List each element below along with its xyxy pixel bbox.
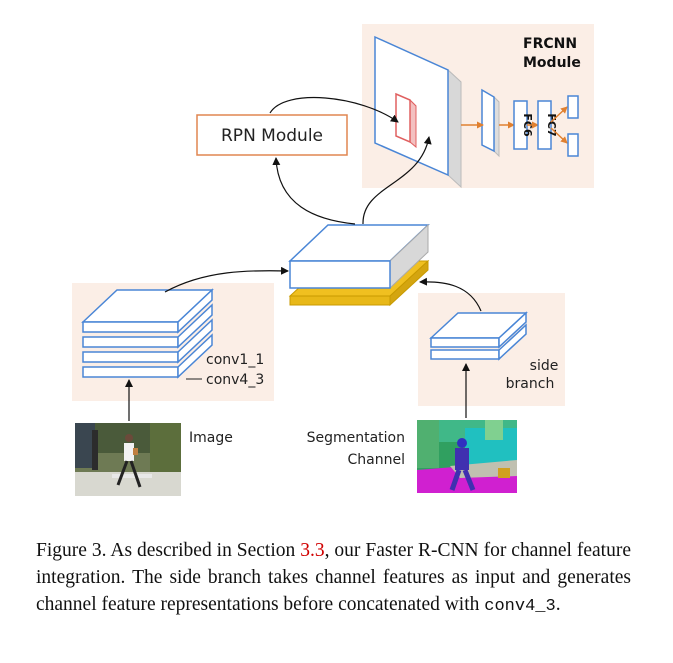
sidebranch-to-concat-arrow xyxy=(419,277,482,312)
section-reference-link[interactable]: 3.3 xyxy=(300,540,325,561)
conv4-label: conv4_3 xyxy=(206,372,264,388)
roi-pooled-map xyxy=(481,88,500,158)
segmentation-label-line1: Segmentation xyxy=(307,430,405,446)
rpn-module-label: RPN Module xyxy=(221,126,323,146)
roi-box xyxy=(395,92,417,149)
conv1-label: conv1_1 xyxy=(206,352,264,368)
segmentation-label-line2: Channel xyxy=(348,452,405,468)
fc7-layer xyxy=(537,100,552,150)
fc7-to-cls-arrow xyxy=(550,106,568,123)
concat-feature-map xyxy=(288,223,430,307)
caption-suffix: . xyxy=(555,594,561,615)
concat-to-frcnn-arrow xyxy=(362,136,432,225)
side-branch-label-line1: side xyxy=(530,358,559,374)
concat-to-rpn-arrow xyxy=(272,157,356,225)
frcnn-architecture-diagram: FRCNN Module FC6 FC7 RPN Module xyxy=(72,24,594,496)
caption-middle: , our Faster R-CNN for channel feature i… xyxy=(36,540,631,615)
fc7-to-bbox-arrow xyxy=(550,127,568,144)
rpn-to-roi-arrow xyxy=(269,97,399,123)
cls-output xyxy=(567,95,579,119)
frcnn-label-line2: Module xyxy=(523,55,581,71)
backbone-to-concat-arrow xyxy=(164,266,289,293)
bbox-output xyxy=(567,133,579,157)
image-label: Image xyxy=(189,430,233,446)
input-image xyxy=(75,423,181,496)
side-branch-stack xyxy=(429,311,528,361)
segmentation-image xyxy=(417,420,517,493)
caption-prefix: Figure 3. As described in Section xyxy=(36,540,301,561)
rpn-module-box xyxy=(196,114,348,156)
backbone-conv-stack xyxy=(81,288,214,379)
side-branch-label-line2: branch xyxy=(506,376,555,392)
figure-caption: Figure 3. As described in Section 3.3, o… xyxy=(36,537,631,620)
frcnn-label-line1: FRCNN xyxy=(523,36,577,52)
caption-code: conv4_3 xyxy=(484,597,556,616)
